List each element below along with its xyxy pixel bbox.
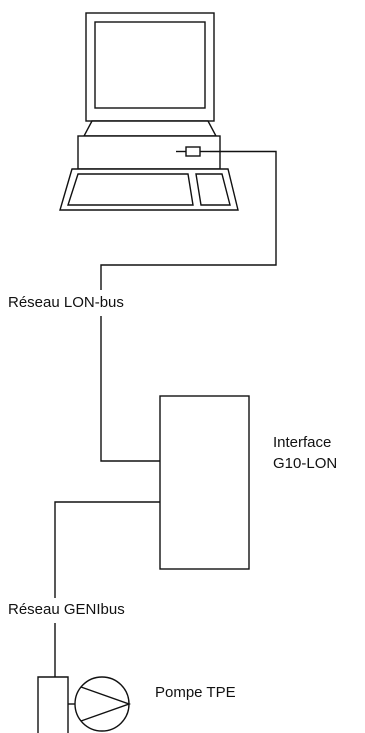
desktop-computer-icon (59, 12, 239, 211)
pump-icon (37, 676, 132, 733)
interface-g10-lon-box (159, 395, 250, 570)
genibus-line (54, 501, 160, 677)
interface-label-line2: G10-LON (273, 455, 338, 472)
lon-network-label: Réseau LON-bus (8, 294, 124, 311)
lon-bus-line (100, 150, 277, 462)
interface-label-line1: Interface (273, 434, 332, 451)
pump-label: Pompe TPE (155, 684, 236, 701)
genibus-network-label: Réseau GENIbus (8, 601, 125, 618)
